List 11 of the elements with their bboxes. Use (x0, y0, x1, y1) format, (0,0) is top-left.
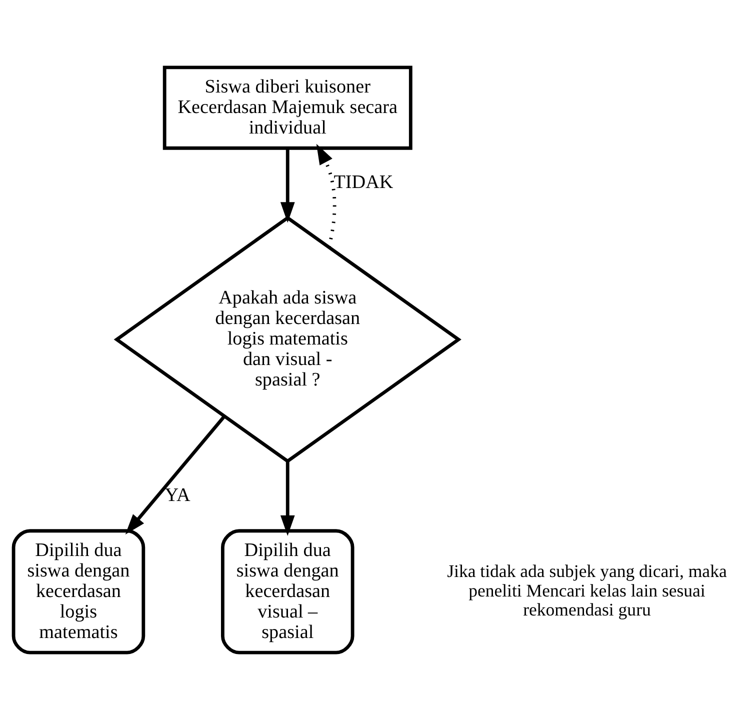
node-diamond: Apakah ada siswa dengan kecerdasan logis matematis dan visual - spasial ? (114, 216, 462, 464)
edge-label: YA (164, 485, 190, 506)
arrow (316, 144, 336, 248)
label: Jika tidak ada subjek yang dicari, maka peneliti Mencari kelas lain sesuai rekomendasi guru (447, 561, 727, 620)
node-box: Siswa diberi kuisoner Kecerdasan Majemuk secara individual (162, 66, 412, 150)
node-box: Dipilih dua siswa dengan kecerdasan logis matematis (12, 529, 146, 654)
arrow (125, 415, 226, 534)
edge-label: TIDAK (334, 172, 394, 194)
node-box: Dipilih dua siswa dengan kecerdasan visual – spasial (220, 529, 354, 654)
arrow (280, 148, 295, 223)
arrow (280, 461, 295, 536)
